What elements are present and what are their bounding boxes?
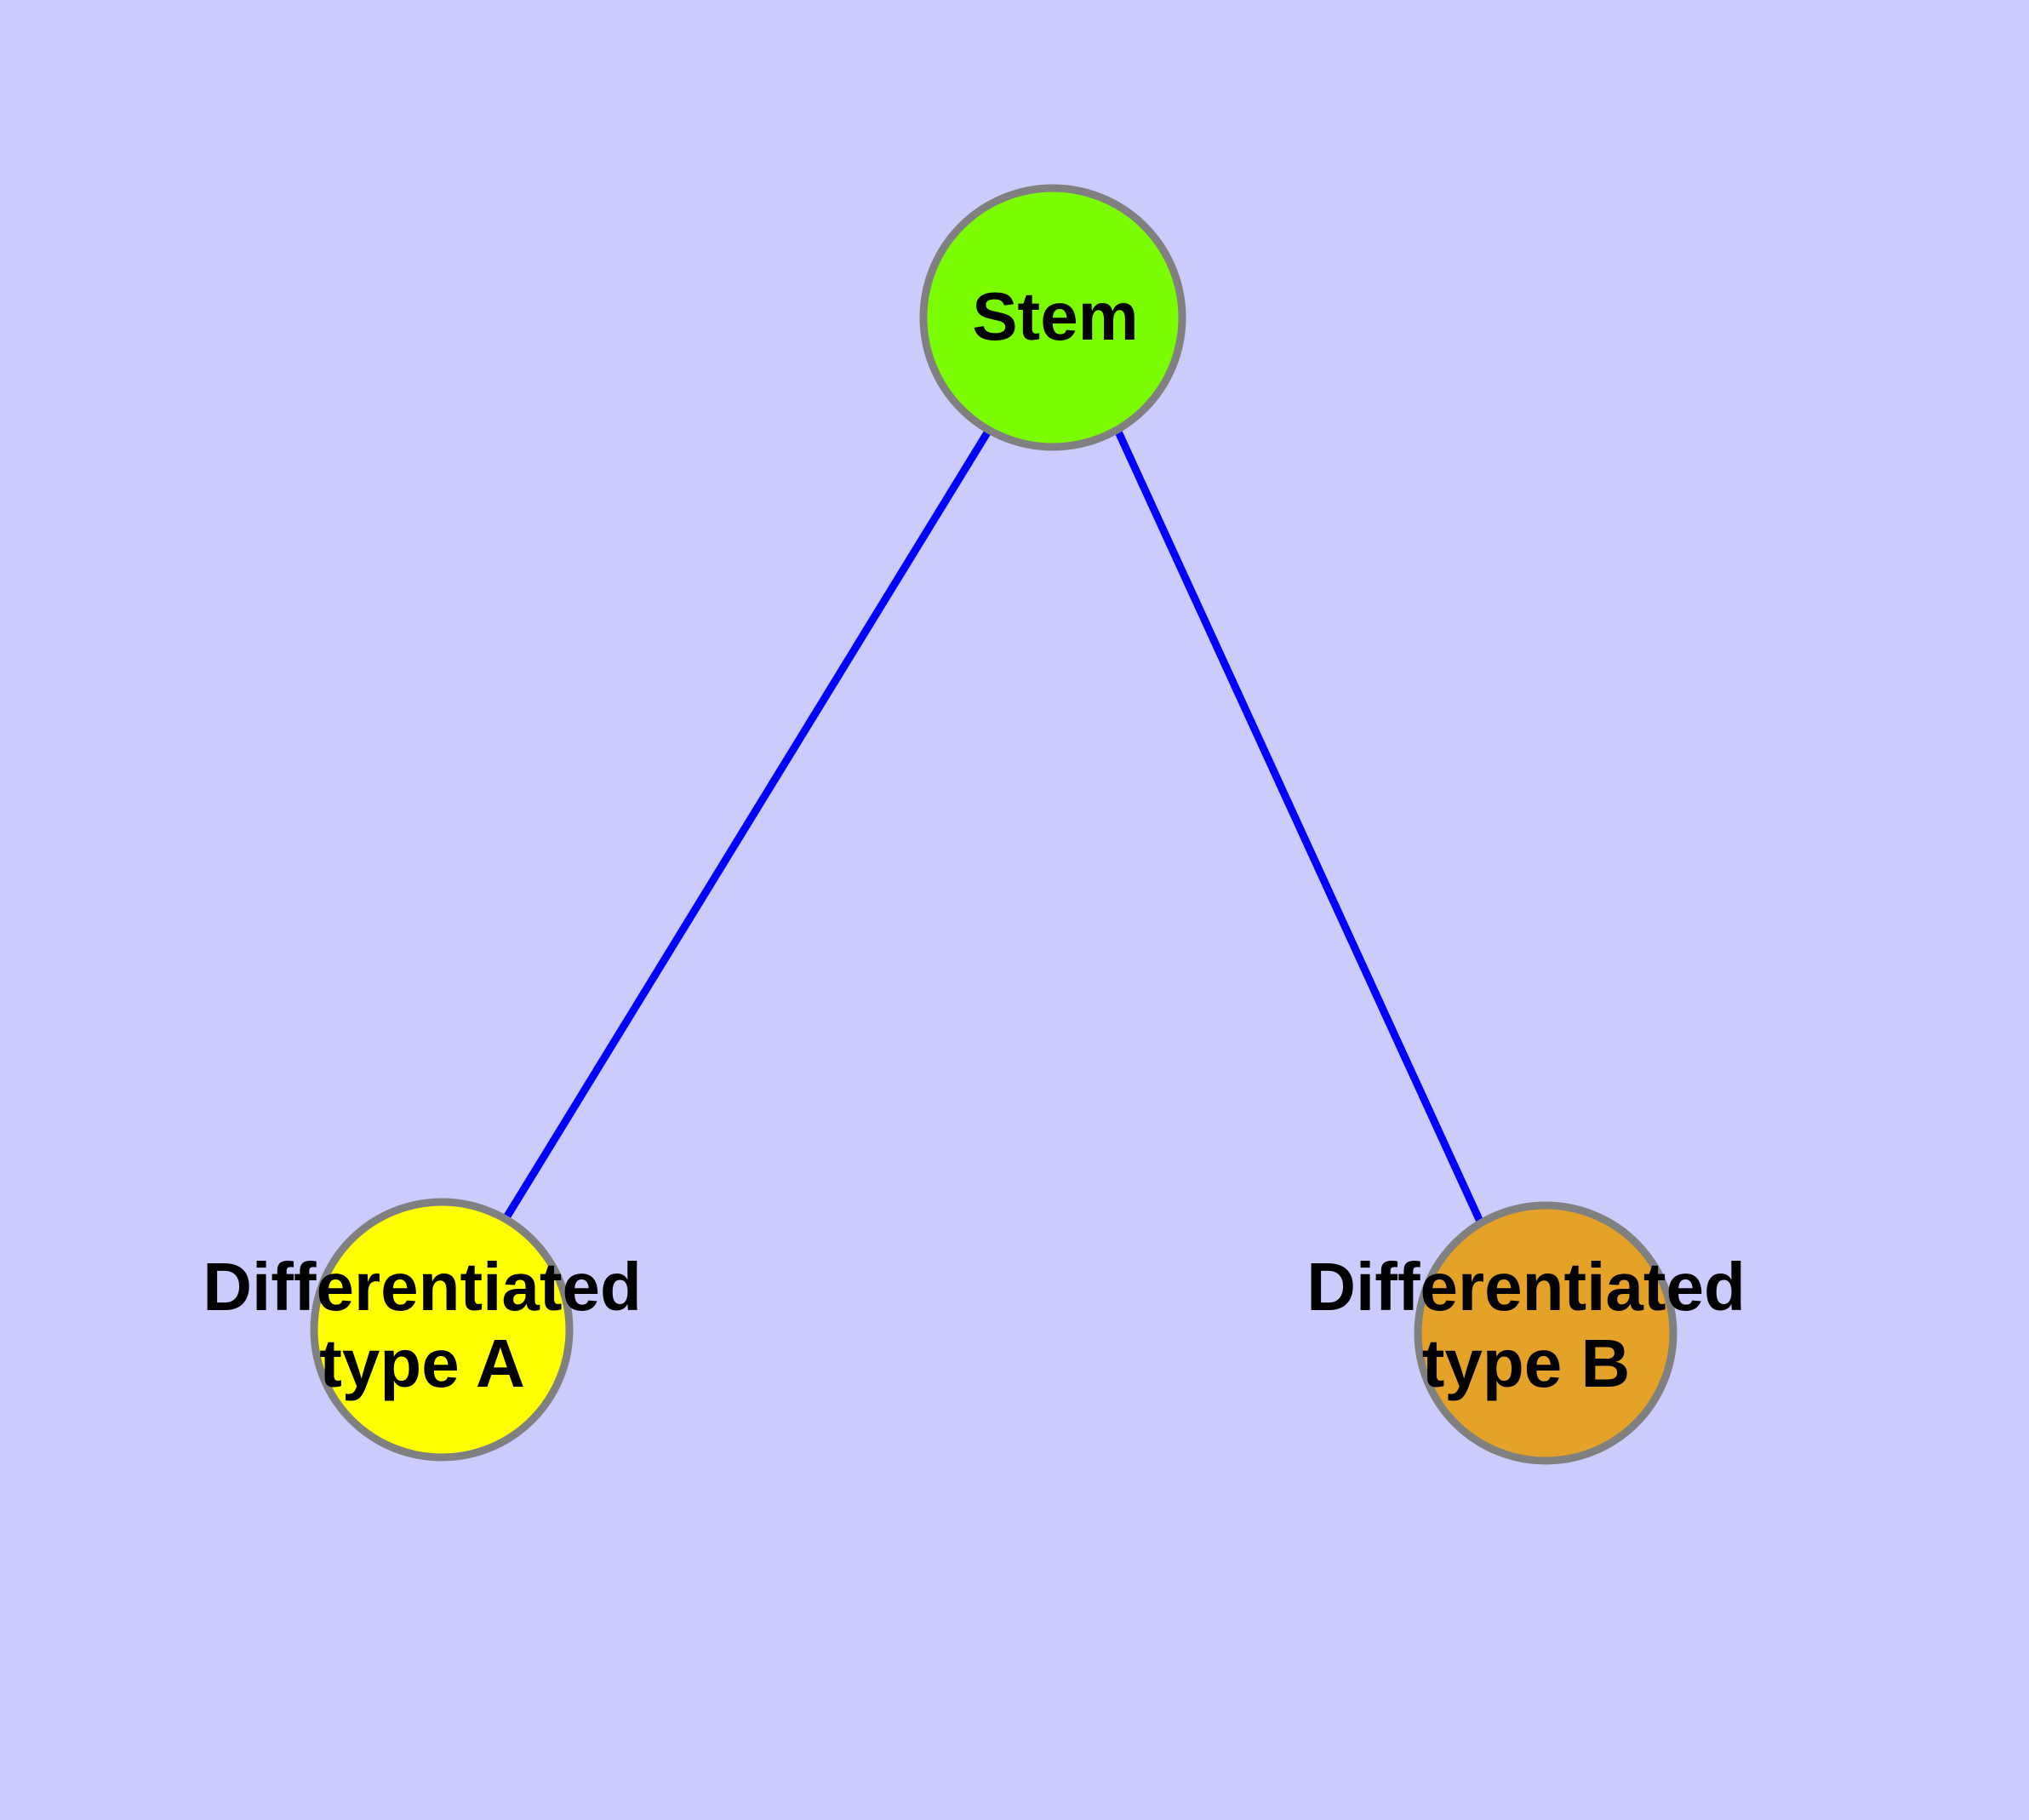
node-stem-label: Stem: [972, 278, 1139, 354]
node-differentiated-type-a-circle[interactable]: [310, 1198, 574, 1462]
node-stem[interactable]: [919, 184, 1186, 451]
node-differentiated-type-a[interactable]: [310, 1198, 574, 1462]
label-line: type B: [1422, 1325, 1631, 1401]
node-differentiated-type-b[interactable]: [1414, 1201, 1677, 1465]
edge-stem-to-differentiated-type-a[interactable]: [502, 427, 992, 1222]
label-line: Differentiated: [1306, 1249, 1746, 1325]
edge-layer: [502, 427, 1485, 1225]
label-line: Differentiated: [203, 1249, 642, 1325]
node-layer: [310, 184, 1677, 1465]
node-stem-circle[interactable]: [919, 184, 1186, 451]
node-differentiated-type-b-circle[interactable]: [1414, 1201, 1677, 1465]
edge-stem-to-differentiated-type-b[interactable]: [1113, 428, 1485, 1225]
label-line: type A: [319, 1325, 525, 1401]
label-line: Stem: [972, 278, 1139, 354]
